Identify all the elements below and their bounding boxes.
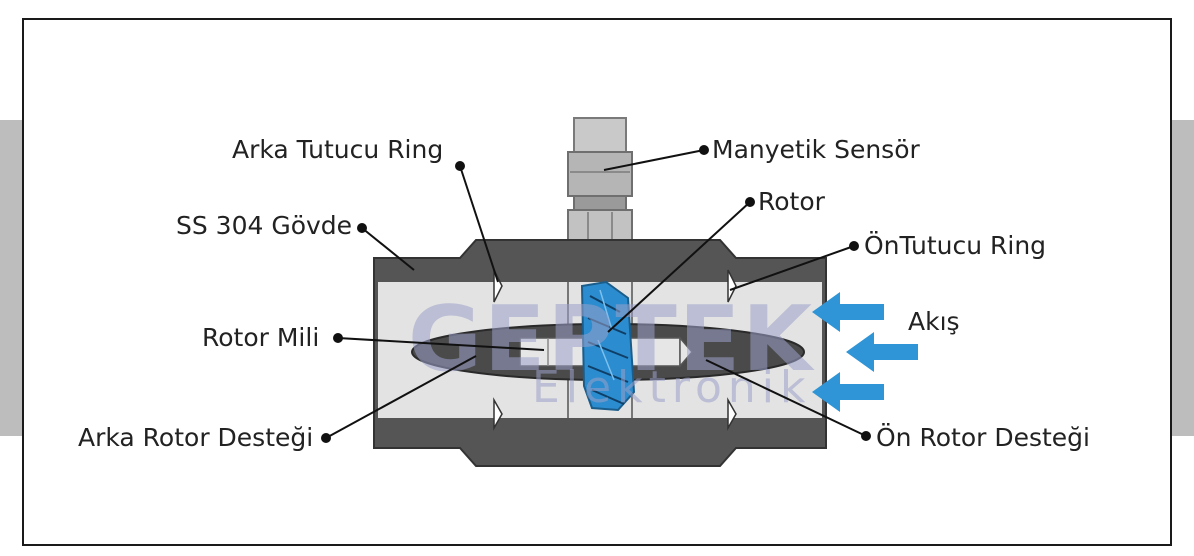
magnetic-sensor — [567, 117, 633, 247]
label-manyetik-sensor: Manyetik Sensör — [712, 135, 920, 164]
label-rotor: Rotor — [758, 187, 826, 216]
watermark-brand: GEPTEK — [408, 287, 815, 392]
label-rotor-mili: Rotor Mili — [202, 323, 319, 352]
rotor-blades — [580, 280, 636, 412]
flow-arrows — [812, 292, 918, 412]
label-akis: Akış — [908, 307, 960, 336]
label-arka-tutucu-ring: Arka Tutucu Ring — [232, 135, 443, 164]
label-arka-rotor-destegi: Arka Rotor Desteği — [78, 423, 313, 452]
watermark-sub: Elektronik — [532, 362, 811, 413]
label-on-tutucu-ring: ÖnTutucu Ring — [864, 231, 1046, 260]
leader-lines — [321, 145, 871, 443]
label-ss304-govde: SS 304 Gövde — [176, 211, 352, 240]
label-on-rotor-destegi: Ön Rotor Desteği — [876, 423, 1090, 452]
